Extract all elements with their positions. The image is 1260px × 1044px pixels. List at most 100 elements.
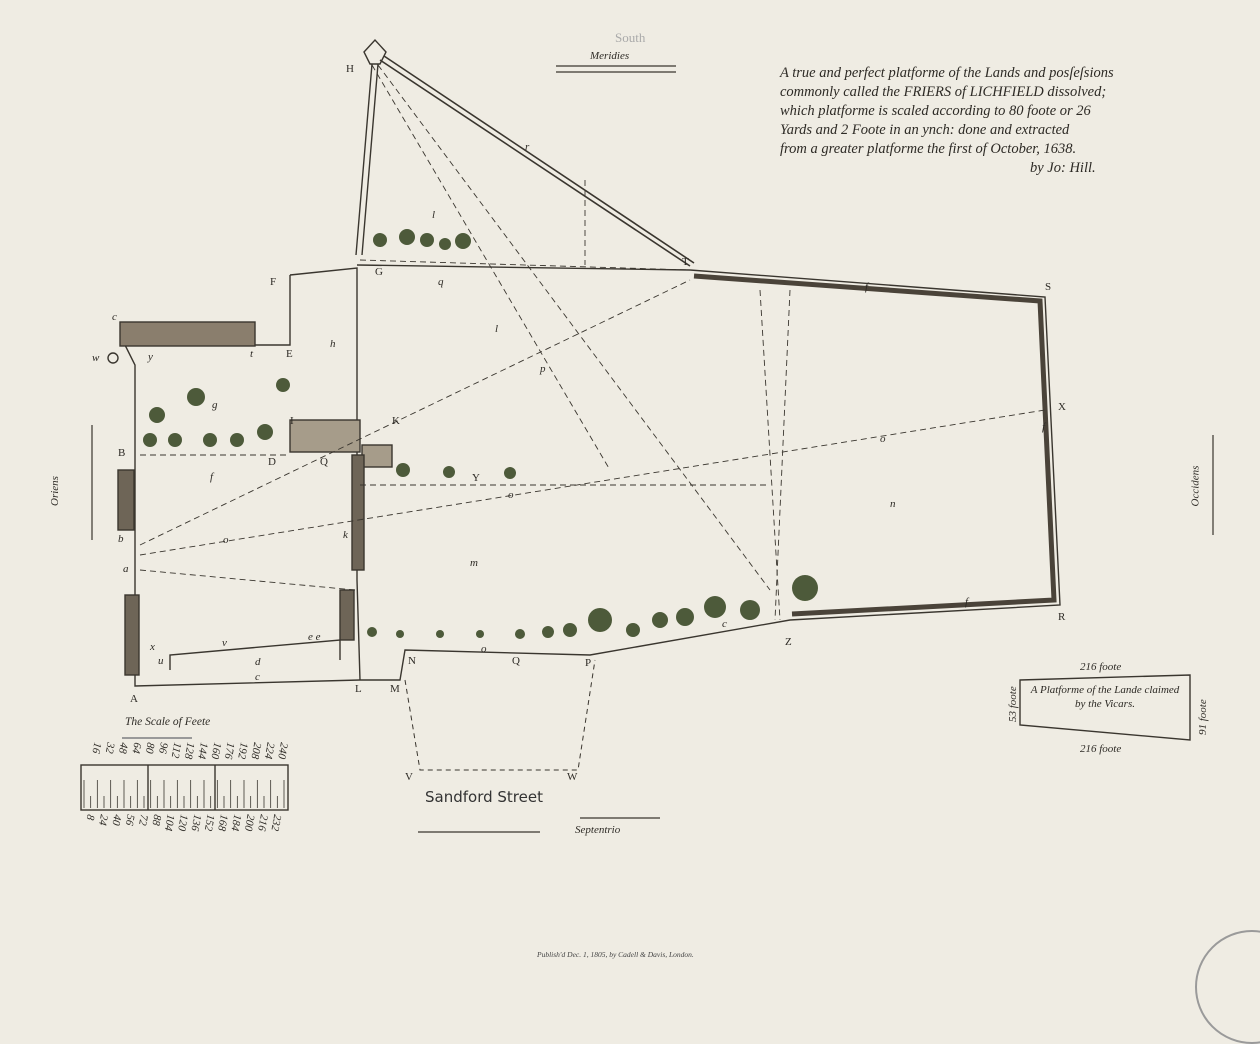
- label-y: y: [147, 351, 153, 363]
- title-line: A true and perfect platforme of the Land…: [780, 65, 1114, 81]
- label-n-upper: N: [408, 655, 416, 667]
- pencil-note: South: [615, 30, 646, 45]
- label-r: r: [525, 141, 530, 153]
- label-meridies: Meridies: [590, 50, 630, 62]
- label-o-2: o: [508, 489, 514, 501]
- street-plot: [404, 659, 596, 771]
- label-b: B: [118, 447, 125, 459]
- label-m-upper: M: [390, 683, 400, 695]
- scale-top-label: 224: [262, 741, 277, 760]
- scale-title: The Scale of Feete: [125, 716, 211, 728]
- trees: [143, 229, 818, 639]
- label-g-small: g: [212, 399, 218, 411]
- scale-bottom-label: 88: [149, 813, 163, 826]
- scale-bottom-label: 104: [162, 813, 177, 832]
- scale-bottom-label: 120: [175, 813, 190, 832]
- scale-top-label: 192: [235, 741, 250, 760]
- scale-bottom-label: 40: [109, 813, 123, 826]
- scale-bottom-label: 152: [202, 813, 217, 832]
- label-k: K: [392, 415, 400, 427]
- title-line: Yards and 2 Foote in an ynch: done and e…: [780, 122, 1070, 138]
- scale-top-label: 208: [248, 741, 263, 760]
- title-line: commonly called the FRIERS of LICHFIELD …: [780, 84, 1107, 100]
- label-q: q: [438, 276, 444, 288]
- scale-bottom-label: 168: [215, 813, 230, 832]
- scale-bottom-label: 216: [255, 813, 270, 832]
- house-i: [289, 419, 361, 453]
- label-occidens: Occidens: [1189, 465, 1202, 507]
- label-f: F: [270, 276, 276, 288]
- label-h: H: [346, 63, 354, 75]
- label-p: P: [585, 657, 591, 669]
- scale-bottom-label: 24: [96, 813, 110, 826]
- well-w: [107, 352, 119, 364]
- label-g: G: [375, 266, 383, 278]
- label-f-bottom: f: [965, 596, 970, 608]
- publisher-footer: Publish'd Dec. 1, 1805, by Cadell & Davi…: [537, 950, 694, 959]
- scale-bottom-label: 56: [123, 813, 137, 826]
- scale-top-label: 112: [169, 741, 184, 759]
- title-line: from a greater platforme the first of Oc…: [780, 141, 1077, 157]
- label-l-2: l: [495, 323, 498, 335]
- label-w-upper: W: [567, 771, 578, 783]
- main-plot-outline: [124, 269, 1061, 687]
- building-c: [119, 321, 256, 347]
- label-b-small: b: [118, 533, 124, 545]
- scale-top-label: 96: [156, 741, 170, 754]
- scale-top-label: 128: [182, 741, 197, 760]
- label-z: Z: [785, 636, 792, 648]
- label-c-lower: o: [481, 643, 487, 655]
- label-c: c: [112, 311, 117, 323]
- street-name: Sandford Street: [425, 788, 543, 806]
- vicars-plot: [1019, 674, 1191, 741]
- scale-bar: [80, 764, 289, 811]
- label-septentrio: Septentrio: [575, 824, 621, 836]
- label-f-top: f: [865, 281, 870, 293]
- label-q-upper: Q: [320, 456, 328, 468]
- label-r-upper: R: [1058, 611, 1066, 623]
- label-o-3: o: [223, 534, 229, 546]
- label-m: m: [470, 557, 478, 569]
- scale-bottom-label: 136: [188, 813, 203, 832]
- scale-bottom-label: 72: [136, 813, 150, 826]
- label-ee: e e: [308, 631, 321, 643]
- label-e: E: [286, 348, 293, 360]
- scale-bottom-label: 200: [242, 813, 257, 832]
- map-drawing: H r l T S G F q f c E t w y h I K X B D …: [80, 30, 1214, 833]
- label-c-small: c: [255, 671, 260, 683]
- scale-top-label: 160: [208, 741, 223, 760]
- label-p-small: p: [539, 363, 546, 375]
- vicars-bottom-dim: 216 foote: [1080, 743, 1121, 755]
- wall-h-t: [379, 55, 695, 267]
- label-x-small: x: [149, 641, 155, 653]
- scale-top-label: 240: [275, 741, 290, 760]
- scale-top-label: 176: [222, 741, 237, 760]
- label-f-right: f: [1042, 421, 1047, 433]
- label-d: D: [268, 456, 276, 468]
- label-u: u: [158, 655, 164, 667]
- label-d-small: d: [255, 656, 261, 668]
- scale-top-label: 144: [195, 741, 210, 760]
- label-i: I: [290, 415, 294, 427]
- label-n: n: [890, 498, 896, 510]
- label-o-1: o: [880, 433, 886, 445]
- label-t-small: t: [250, 348, 254, 360]
- label-c-bottom: c: [722, 618, 727, 630]
- label-k-small: k: [343, 529, 349, 541]
- label-x: X: [1058, 401, 1066, 413]
- house-k: [361, 444, 393, 468]
- label-l-upper: L: [355, 683, 362, 695]
- scale-top-label: 16: [89, 741, 103, 754]
- vicars-right-dim: 91 foote: [1197, 699, 1209, 735]
- label-q-lower: Q: [512, 655, 520, 667]
- scale-top-label: 64: [129, 741, 143, 754]
- scale-top-label: 80: [143, 741, 157, 754]
- label-v-upper: V: [405, 771, 413, 783]
- scale-top-label: 48: [116, 741, 130, 754]
- scale-top-label: 32: [103, 740, 117, 754]
- label-w: w: [92, 352, 100, 364]
- map-title: A true and perfect platforme of the Land…: [780, 64, 1190, 178]
- title-line: which platforme is scaled according to 8…: [780, 103, 1091, 119]
- label-y-upper: Y: [472, 472, 480, 484]
